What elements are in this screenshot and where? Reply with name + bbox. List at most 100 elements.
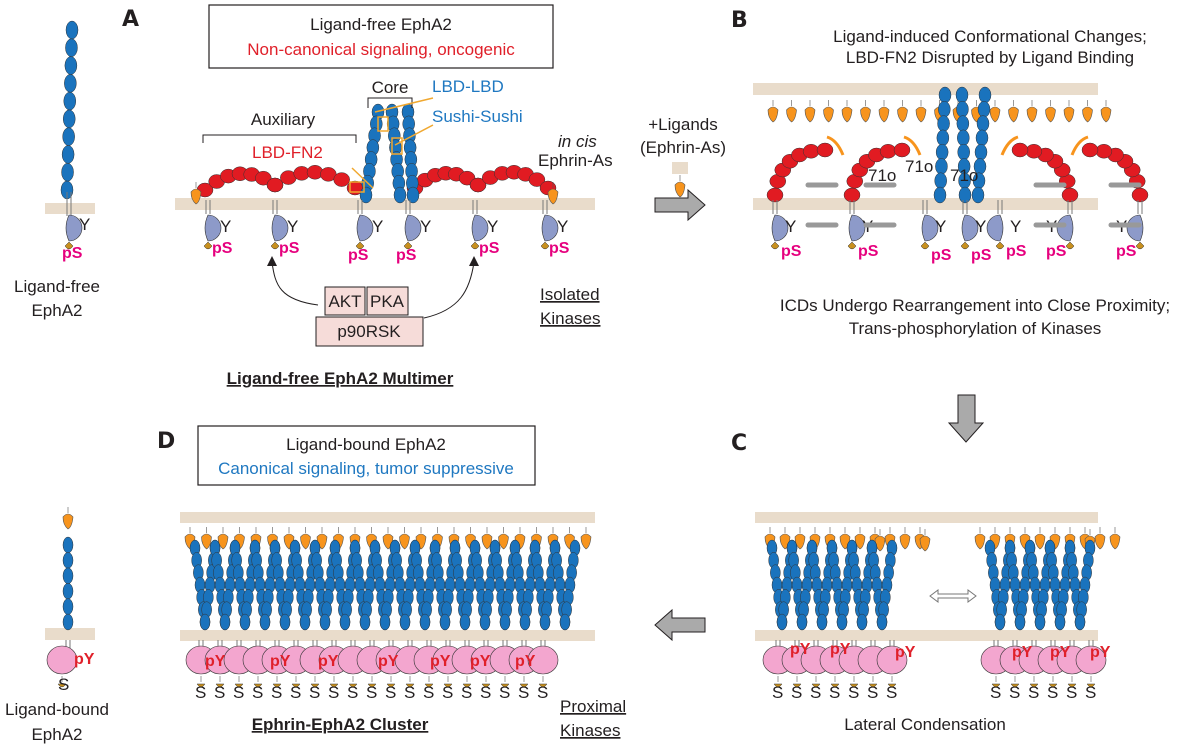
panel-a-box-subtitle: Non-canonical signaling, oncogenic	[247, 40, 515, 59]
core-label: Core	[372, 78, 409, 97]
ephrin-ligand-icon	[767, 100, 779, 123]
receptor-domain	[393, 186, 407, 204]
receptor-domain	[255, 170, 272, 186]
receptor-domain	[319, 613, 331, 631]
double-arrow-c	[929, 589, 977, 603]
receptor-domain	[1061, 187, 1079, 203]
receptor-domain	[975, 129, 989, 147]
ephrin-ligand-icon	[201, 527, 212, 550]
s-label: S	[252, 683, 263, 702]
kinase-domain-icon	[65, 214, 83, 242]
s-label: S	[423, 683, 434, 702]
sam-domain-icon	[253, 676, 263, 688]
ephrin-ligand-icon	[1094, 527, 1106, 550]
receptor-domain	[937, 115, 950, 132]
y-label: Y	[935, 217, 946, 236]
ligand-bound-label-1: Ligand-bound	[5, 700, 109, 719]
arrow-left-to-d	[654, 608, 706, 642]
kinase-domain-icon	[46, 645, 78, 675]
receptor-domain	[419, 613, 431, 631]
receptor-domain	[62, 582, 74, 600]
transmembrane-helix	[357, 200, 363, 214]
y-label: Y	[975, 217, 986, 236]
receptor-domain	[796, 613, 808, 631]
lbd-fn2-label: LBD-FN2	[252, 143, 323, 162]
panel-d-box-subtitle: Canonical signaling, tumor suppressive	[218, 459, 514, 478]
membrane-fragment	[672, 162, 688, 174]
sam-domain-icon	[1029, 676, 1039, 688]
sam-domain-icon	[234, 676, 244, 688]
ephrin-ligand-icon	[580, 527, 592, 550]
py-label: pY	[1012, 644, 1033, 661]
receptor-domain	[199, 613, 211, 631]
kinase-domain-icon	[961, 214, 979, 242]
receptor-domain	[259, 613, 271, 631]
ligands-label-2: (Ephrin-As)	[640, 138, 726, 157]
panel-c-caption: Lateral Condensation	[844, 715, 1006, 734]
transmembrane-helix	[1067, 200, 1073, 214]
receptor-domain	[62, 127, 75, 146]
ephrin-ligand-icon	[841, 100, 853, 123]
sam-domain-icon	[270, 241, 280, 250]
receptor-domain	[933, 186, 947, 204]
s-label: S	[990, 683, 1001, 702]
receptor-domain	[1054, 613, 1066, 631]
sam-domain-icon	[519, 676, 529, 688]
receptor-domain	[239, 613, 251, 631]
sam-domain-icon	[960, 241, 970, 250]
s-label: S	[309, 683, 320, 702]
ps-label: pS	[858, 243, 879, 260]
sam-domain-icon	[424, 676, 434, 688]
arrow-right-to-b	[654, 188, 706, 222]
sam-domain-icon	[405, 676, 415, 688]
panel-d-letter: D	[157, 429, 175, 454]
sam-domain-icon	[1048, 676, 1058, 688]
receptor-domain	[279, 613, 291, 631]
s-label: S	[233, 683, 244, 702]
y-label: Y	[79, 215, 90, 234]
py-label: pY	[470, 653, 491, 670]
membrane	[755, 630, 1098, 641]
ephrin-ligand-icon	[300, 527, 311, 550]
receptor-domain	[955, 86, 969, 104]
sam-domain-icon	[272, 676, 282, 688]
transmembrane-helix	[272, 200, 278, 214]
receptor-domain	[802, 144, 820, 159]
ephrin-ligand-icon	[399, 527, 410, 550]
sam-domain-icon	[868, 676, 878, 688]
ps-label: pS	[1006, 243, 1027, 260]
s-label: S	[829, 683, 840, 702]
s-label: S	[772, 683, 783, 702]
ps-label: pS	[212, 240, 233, 257]
sam-domain-icon	[355, 241, 365, 250]
s-label: S	[1066, 683, 1077, 702]
s-label: S	[810, 683, 821, 702]
auxiliary-label: Auxiliary	[251, 110, 316, 129]
transmembrane-helix	[542, 200, 548, 214]
membrane	[753, 83, 1098, 95]
receptor-domain	[65, 38, 78, 58]
ps-label: pS	[62, 245, 83, 262]
panel-a-title-box	[208, 4, 554, 69]
py-label: pY	[270, 653, 291, 670]
ephrin-ligand-icon	[1082, 100, 1093, 123]
sam-domain-icon	[773, 676, 783, 688]
panel-b-caption-1: ICDs Undergo Rearrangement into Close Pr…	[780, 296, 1170, 315]
sam-domain-icon	[500, 676, 510, 688]
ephrin-ligand-icon	[1045, 100, 1056, 123]
ephrin-ligand-icon	[1063, 100, 1075, 123]
pka-label: PKA	[370, 292, 405, 311]
rotation-arrow-icon	[1070, 135, 1089, 156]
receptor-domain	[935, 143, 949, 161]
transmembrane-helix	[205, 200, 211, 214]
kinase-domain-icon	[986, 214, 1004, 242]
y-label: Y	[487, 217, 498, 236]
ps-label: pS	[1046, 243, 1067, 260]
receptor-domain	[1034, 613, 1046, 631]
receptor-domain	[62, 613, 74, 631]
membrane	[755, 512, 1098, 523]
receptor-domain	[266, 177, 284, 193]
receptor-domain	[439, 613, 451, 631]
kinase-domain-icon	[1075, 645, 1107, 675]
